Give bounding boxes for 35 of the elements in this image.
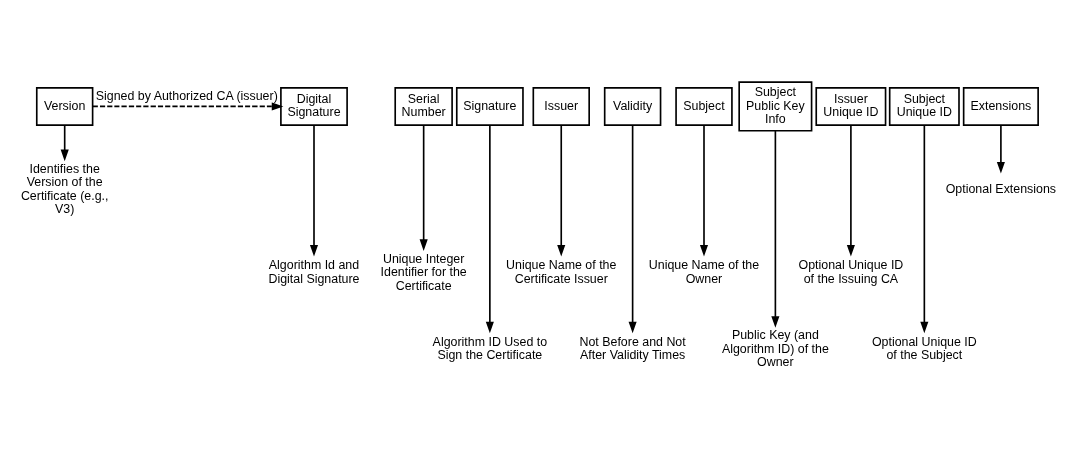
- node-text: Optional Extensions: [945, 181, 1057, 196]
- edge-label: Signed by Authorized CA (issuer): [95, 88, 278, 103]
- arrow: [920, 124, 929, 334]
- node-text: Optional Unique ID of the Subject: [871, 335, 977, 363]
- node-box: Serial Number: [394, 87, 453, 126]
- arrow: [996, 124, 1005, 174]
- arrow: [699, 124, 709, 257]
- node-text: Algorithm ID Used to Sign the Certificate: [432, 335, 548, 363]
- node-text: Unique Name of the Owner: [648, 258, 760, 286]
- arrow: [309, 124, 319, 257]
- node-text: Unique Integer Identifier for the Certificate: [380, 251, 467, 293]
- node-box: Issuer Unique ID: [815, 87, 887, 126]
- node-box: Subject: [675, 87, 733, 126]
- node-box: Extensions: [962, 87, 1039, 126]
- arrow: [60, 124, 69, 162]
- node-box: Issuer: [532, 87, 590, 126]
- node-box: Signature: [455, 87, 524, 126]
- arrow: [771, 130, 780, 328]
- node-text: Identifies the Version of the Certificate (e.g., V3): [20, 161, 109, 217]
- node-text: Optional Unique ID of the Issuing CA: [798, 258, 904, 286]
- node-box: Validity: [603, 87, 662, 126]
- node-box: Subject Public Key Info: [738, 81, 813, 132]
- node-box: Subject Unique ID: [888, 87, 960, 126]
- arrow: [485, 124, 494, 334]
- node-text: Unique Name of the Certificate Issuer: [506, 258, 617, 286]
- node-text: Public Key (and Algorithm ID) of the Owner: [721, 328, 829, 370]
- node-box: Version: [35, 87, 94, 126]
- arrow: [846, 124, 855, 257]
- arrow: [419, 124, 428, 251]
- node-text: Algorithm Id and Digital Signature: [268, 258, 360, 286]
- node-box: Digital Signature: [280, 87, 348, 126]
- arrow: [557, 124, 566, 257]
- arrow: [92, 102, 284, 111]
- arrow: [628, 124, 637, 334]
- node-text: Not Before and Not After Validity Times: [579, 335, 686, 363]
